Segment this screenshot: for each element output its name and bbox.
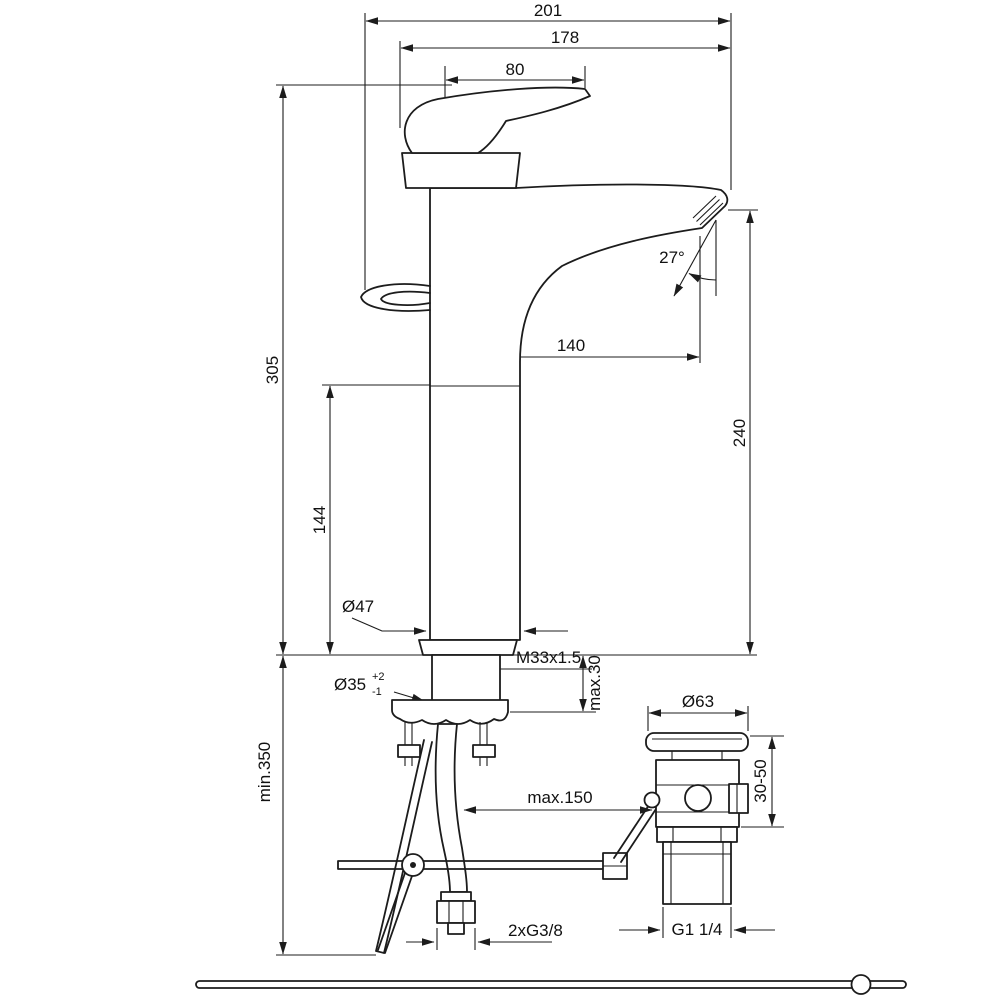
dia-35-tol-plus: +2: [372, 671, 385, 683]
max-150-label: max.150: [527, 788, 592, 807]
base-plinth: [418, 639, 518, 656]
pull-rod: [195, 980, 907, 989]
water-flow-line: [673, 219, 717, 297]
pop-up-rod: [337, 860, 604, 870]
dim-305-label: 305: [263, 356, 282, 384]
dimension-labels: 201 178 80 305 144 140 240 27° Ø47 Ø35 +…: [255, 1, 770, 940]
handle-dome: [401, 152, 521, 189]
stud-nut-right: [472, 744, 496, 758]
dia-35-tol-minus: -1: [372, 686, 382, 698]
faucet: [360, 86, 729, 766]
drain-tailpipe: [662, 841, 732, 905]
drain-lock-nut: [656, 826, 738, 843]
supply-hoses: [337, 723, 628, 954]
extension-lines: [276, 13, 784, 956]
hose-tail: [447, 922, 465, 935]
flexible-hose-long: [375, 739, 433, 954]
max-30-label: max.30: [585, 655, 604, 711]
mounting-studs: [404, 722, 488, 766]
pull-rod-part: [195, 974, 907, 995]
handle-rear-hook: [360, 283, 431, 312]
drain-thread-label: G1 1/4: [671, 920, 722, 939]
dim-178-label: 178: [551, 28, 579, 47]
hose-thread-label: 2xG3/8: [508, 921, 563, 940]
drain-assembly: [613, 732, 749, 905]
min-350-label: min.350: [255, 742, 274, 802]
pull-rod-knob: [850, 974, 872, 995]
leader-lines: [351, 219, 775, 946]
drain-flange: [645, 732, 749, 752]
stud-nut-left: [397, 744, 421, 758]
dia-47-label: Ø47: [342, 597, 374, 616]
dim-201-label: 201: [534, 1, 562, 20]
hose-fitting: [440, 891, 472, 902]
dim-240-label: 240: [730, 419, 749, 447]
rod-pivot-pin: [410, 862, 416, 868]
angle-arc: [688, 273, 717, 283]
drain-ball-rod: [613, 804, 657, 863]
dim-140-label: 140: [557, 336, 585, 355]
dim-80-label: 80: [506, 60, 525, 79]
range-30-50-label: 30-50: [751, 759, 770, 802]
hose-nut: [436, 900, 476, 924]
drain-ball-housing: [684, 784, 712, 812]
thread-m33-label: M33x1.5: [516, 648, 581, 667]
spout-aerator: [692, 195, 724, 226]
angle-27-label: 27°: [659, 248, 685, 267]
drain-ball-joint: [643, 791, 661, 809]
dia-35-label: Ø35: [334, 675, 366, 694]
leader-dia47-left: [351, 617, 427, 635]
braided-hose: [434, 723, 468, 893]
mounting-washer: [391, 699, 509, 725]
drain-neck: [671, 751, 723, 760]
faucet-body-and-spout: [429, 183, 729, 641]
dim-144-label: 144: [310, 506, 329, 534]
faucet-handle: [403, 86, 591, 154]
drain-adjuster-knob: [728, 783, 749, 814]
dia-63-label: Ø63: [682, 692, 714, 711]
pop-up-rod-lower: [377, 872, 413, 954]
